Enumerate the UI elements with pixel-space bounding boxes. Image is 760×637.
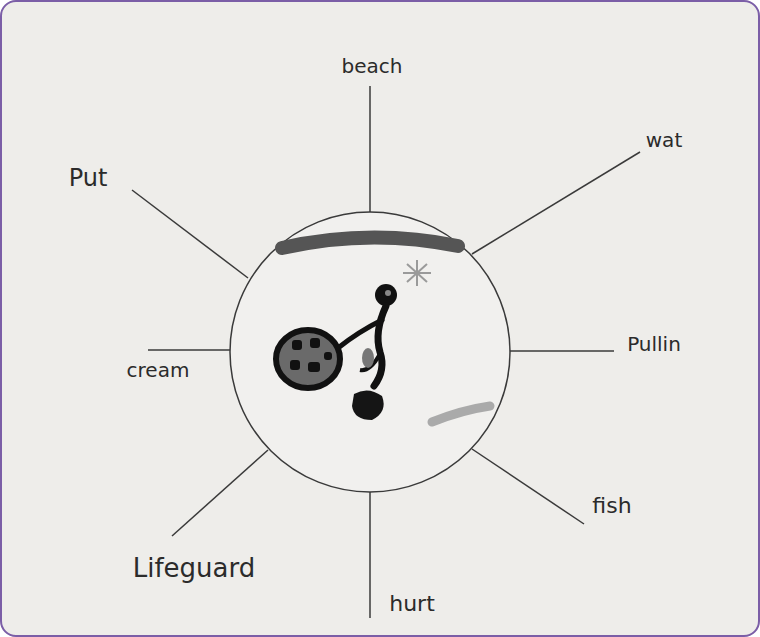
spoke — [369, 492, 371, 618]
person-body — [374, 306, 386, 386]
spoke-word: Put — [69, 166, 108, 190]
centre-circle — [230, 212, 510, 492]
person-feet — [352, 390, 384, 420]
turtle-shell — [276, 330, 340, 388]
spoke-word: hurt — [389, 593, 435, 615]
person-leg — [362, 348, 374, 368]
spoke — [472, 449, 584, 524]
spokes — [132, 86, 640, 618]
person-arm — [338, 320, 382, 348]
spoke-word: fish — [592, 495, 631, 517]
spoke-word: wat — [646, 130, 682, 150]
spoke — [472, 152, 640, 254]
water-streak — [432, 406, 490, 422]
spoke-word: beach — [342, 56, 403, 76]
spoke-word: Pullin — [627, 334, 681, 354]
spoke — [132, 190, 248, 278]
spoke — [510, 350, 614, 352]
sand-band — [282, 237, 458, 248]
shell-spots — [290, 338, 332, 372]
spoke-word: Lifeguard — [133, 555, 256, 581]
spoke — [148, 349, 230, 351]
spoke — [172, 450, 268, 536]
spoke-word: cream — [127, 360, 190, 380]
child-illustration — [276, 237, 490, 422]
sun-smudge — [403, 260, 431, 286]
spoke — [369, 86, 371, 212]
